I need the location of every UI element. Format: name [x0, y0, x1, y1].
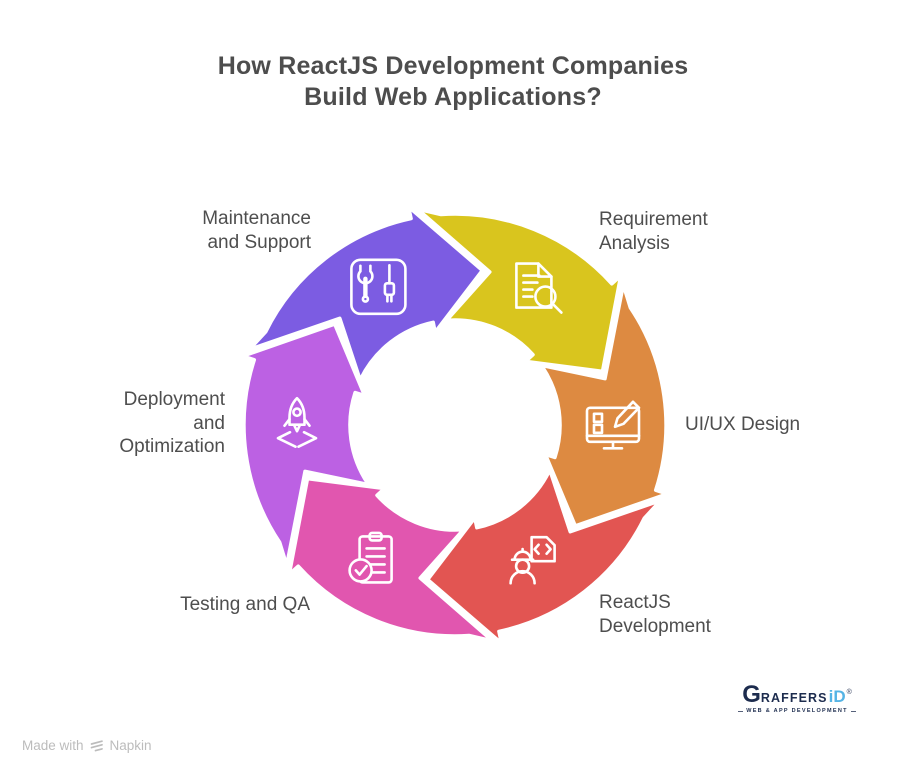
document-search-icon: [515, 262, 563, 314]
napkin-brand-text: Napkin: [109, 738, 152, 753]
segment-label-deployment-optimization: Deployment and Optimization: [119, 389, 225, 457]
segment-arrow-deployment-optimization: [241, 322, 383, 567]
checklist-icon: [348, 531, 393, 584]
monitor-pencil-icon: [585, 400, 641, 450]
segment-arrow-requirement-analysis: [415, 207, 623, 374]
made-with-text: Made with: [22, 738, 84, 753]
segment-label-uiux-design: UI/UX Design: [685, 414, 801, 435]
logo-initial: G: [742, 681, 761, 708]
segment-arrow-maintenance-support: [247, 205, 485, 394]
page-title: How ReactJS Development Companies Build …: [217, 52, 689, 111]
napkin-attribution: Made with Napkin: [22, 738, 152, 753]
tools-icon: [350, 258, 407, 316]
segment-label-maintenance-support: Maintenance and Support: [202, 208, 311, 253]
tagline-rule-right: [850, 710, 856, 712]
tagline-rule-left: [738, 710, 744, 712]
rocket-launch-icon: [276, 396, 318, 449]
segment-label-testing-qa: Testing and QA: [180, 594, 310, 615]
logo-accent: iD: [828, 687, 846, 706]
segment-arrow-uiux-design: [527, 283, 669, 528]
segment-arrow-reactjs-development: [425, 456, 663, 645]
logo-tagline: WEB & APP DEVELOPMENT: [746, 708, 848, 714]
napkin-icon: [90, 739, 104, 753]
developer-icon: [509, 535, 556, 585]
logo-tagline-row: WEB & APP DEVELOPMENT: [738, 708, 856, 714]
logo-rest: RAFFERS: [760, 691, 828, 705]
segment-label-reactjs-development: ReactJS Development: [599, 592, 711, 637]
registered-mark: ®: [846, 689, 852, 696]
segment-label-requirement-analysis: Requirement Analysis: [599, 209, 708, 254]
